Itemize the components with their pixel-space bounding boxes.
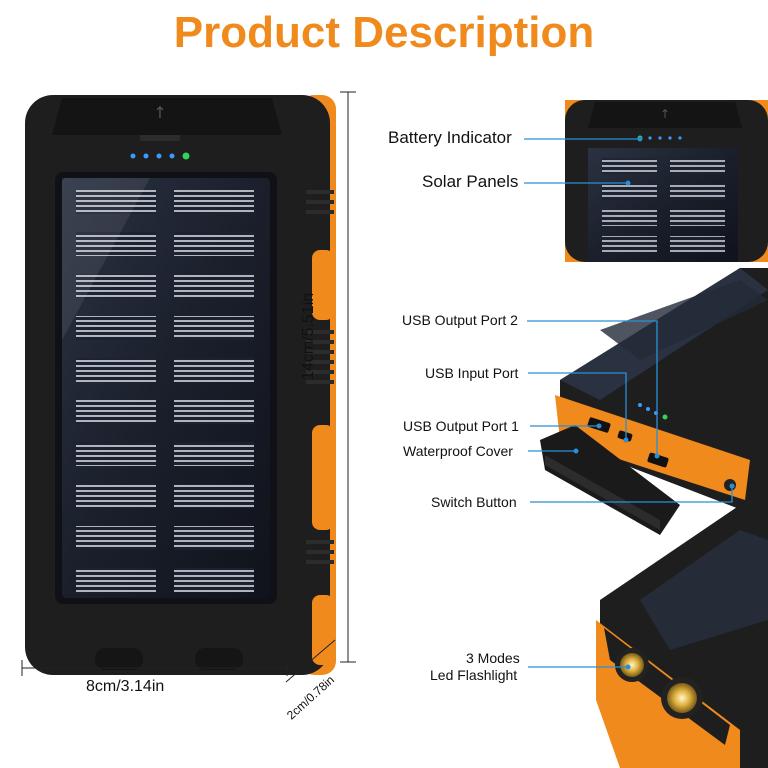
callout-lines <box>524 138 733 668</box>
callout-dots <box>573 136 735 670</box>
usb-output-1-label: USB Output Port 1 <box>403 418 519 434</box>
detail-ports <box>540 268 768 535</box>
side-grip <box>306 190 334 564</box>
detail-top: ↑ <box>565 100 768 262</box>
width-label: 8cm/3.14in <box>86 678 165 695</box>
waterproof-cover-label: Waterproof Cover <box>403 443 513 459</box>
flashlight-label-line2: Led Flashlight <box>430 667 518 683</box>
main-device: ↑ <box>25 95 336 675</box>
dimension-lines <box>21 91 356 683</box>
flashlight-label-line1: 3 Modes <box>466 650 520 666</box>
battery-indicator-leds <box>130 152 190 160</box>
svg-text:↑: ↑ <box>660 107 670 121</box>
height-label: 14cm/5.51in <box>300 292 317 380</box>
flashlight-led-icon <box>667 683 697 713</box>
flashlight-led-icon <box>620 653 644 677</box>
battery-indicator-label: Battery Indicator <box>388 128 512 147</box>
usb-input-label: USB Input Port <box>425 365 519 381</box>
detail-flashlight <box>596 505 768 768</box>
page-title: Product Description <box>173 8 595 57</box>
solar-panels-label: Solar Panels <box>422 172 519 191</box>
switch-button-label: Switch Button <box>431 494 517 510</box>
usb-output-2-label: USB Output Port 2 <box>402 312 518 328</box>
svg-text:↑: ↑ <box>153 103 166 122</box>
top-cap <box>52 98 282 135</box>
solar-cells <box>76 190 254 592</box>
